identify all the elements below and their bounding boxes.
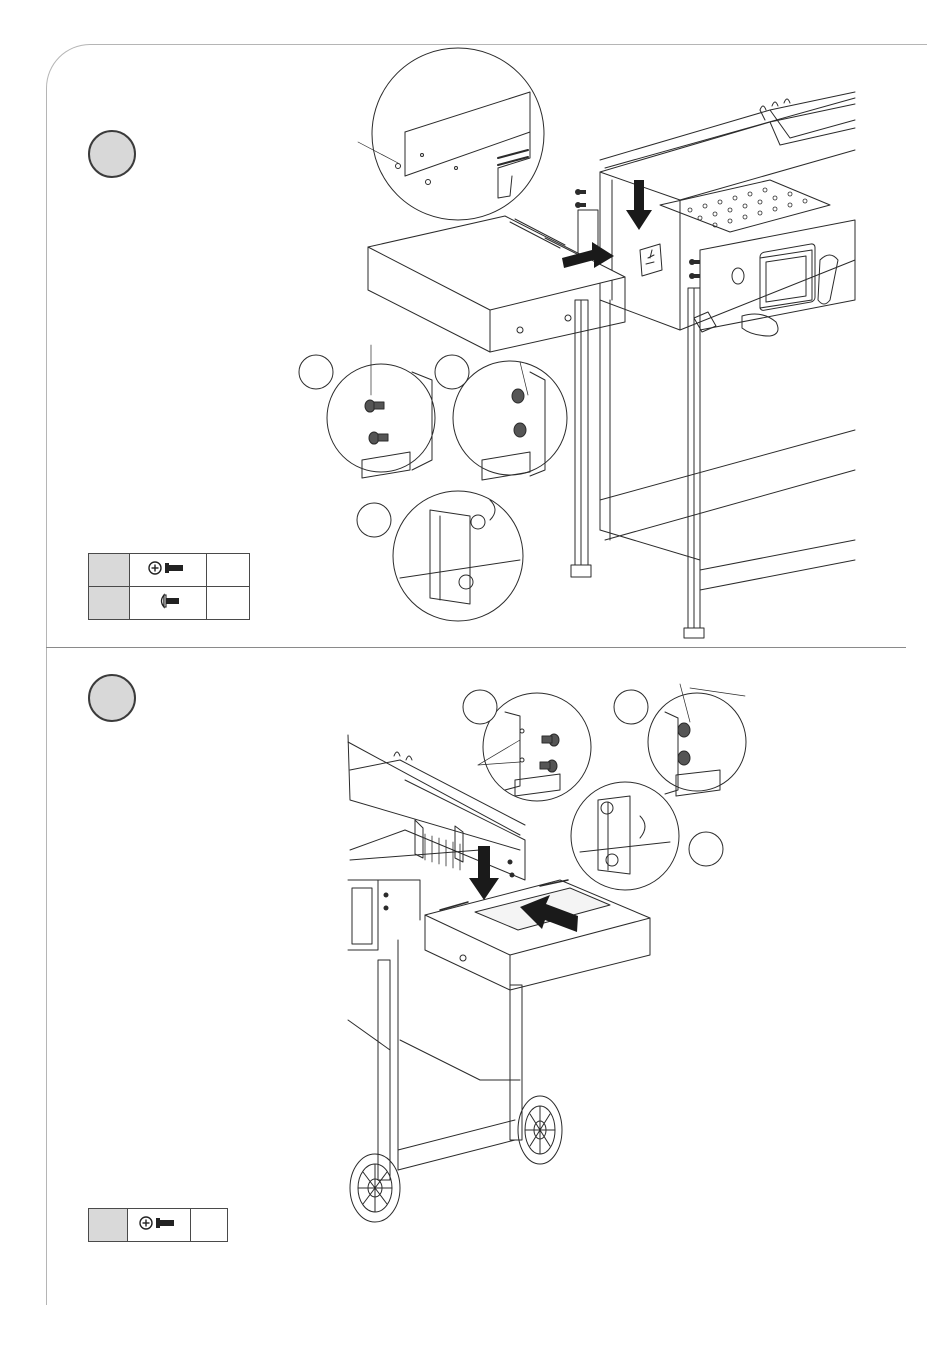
detail-callout-e <box>614 684 746 796</box>
detail-zoom-top <box>358 48 544 220</box>
detail-callout-a <box>299 345 435 478</box>
grill-body-step-2 <box>348 735 562 1222</box>
detail-callout-f <box>571 782 723 890</box>
detail-callout-c <box>357 491 523 621</box>
grill-body-step-1 <box>571 92 855 638</box>
detail-callout-d <box>463 690 591 801</box>
side-shelf-step-1 <box>368 216 625 352</box>
detail-callout-b <box>435 355 567 480</box>
side-shelf-step-2 <box>425 880 650 990</box>
